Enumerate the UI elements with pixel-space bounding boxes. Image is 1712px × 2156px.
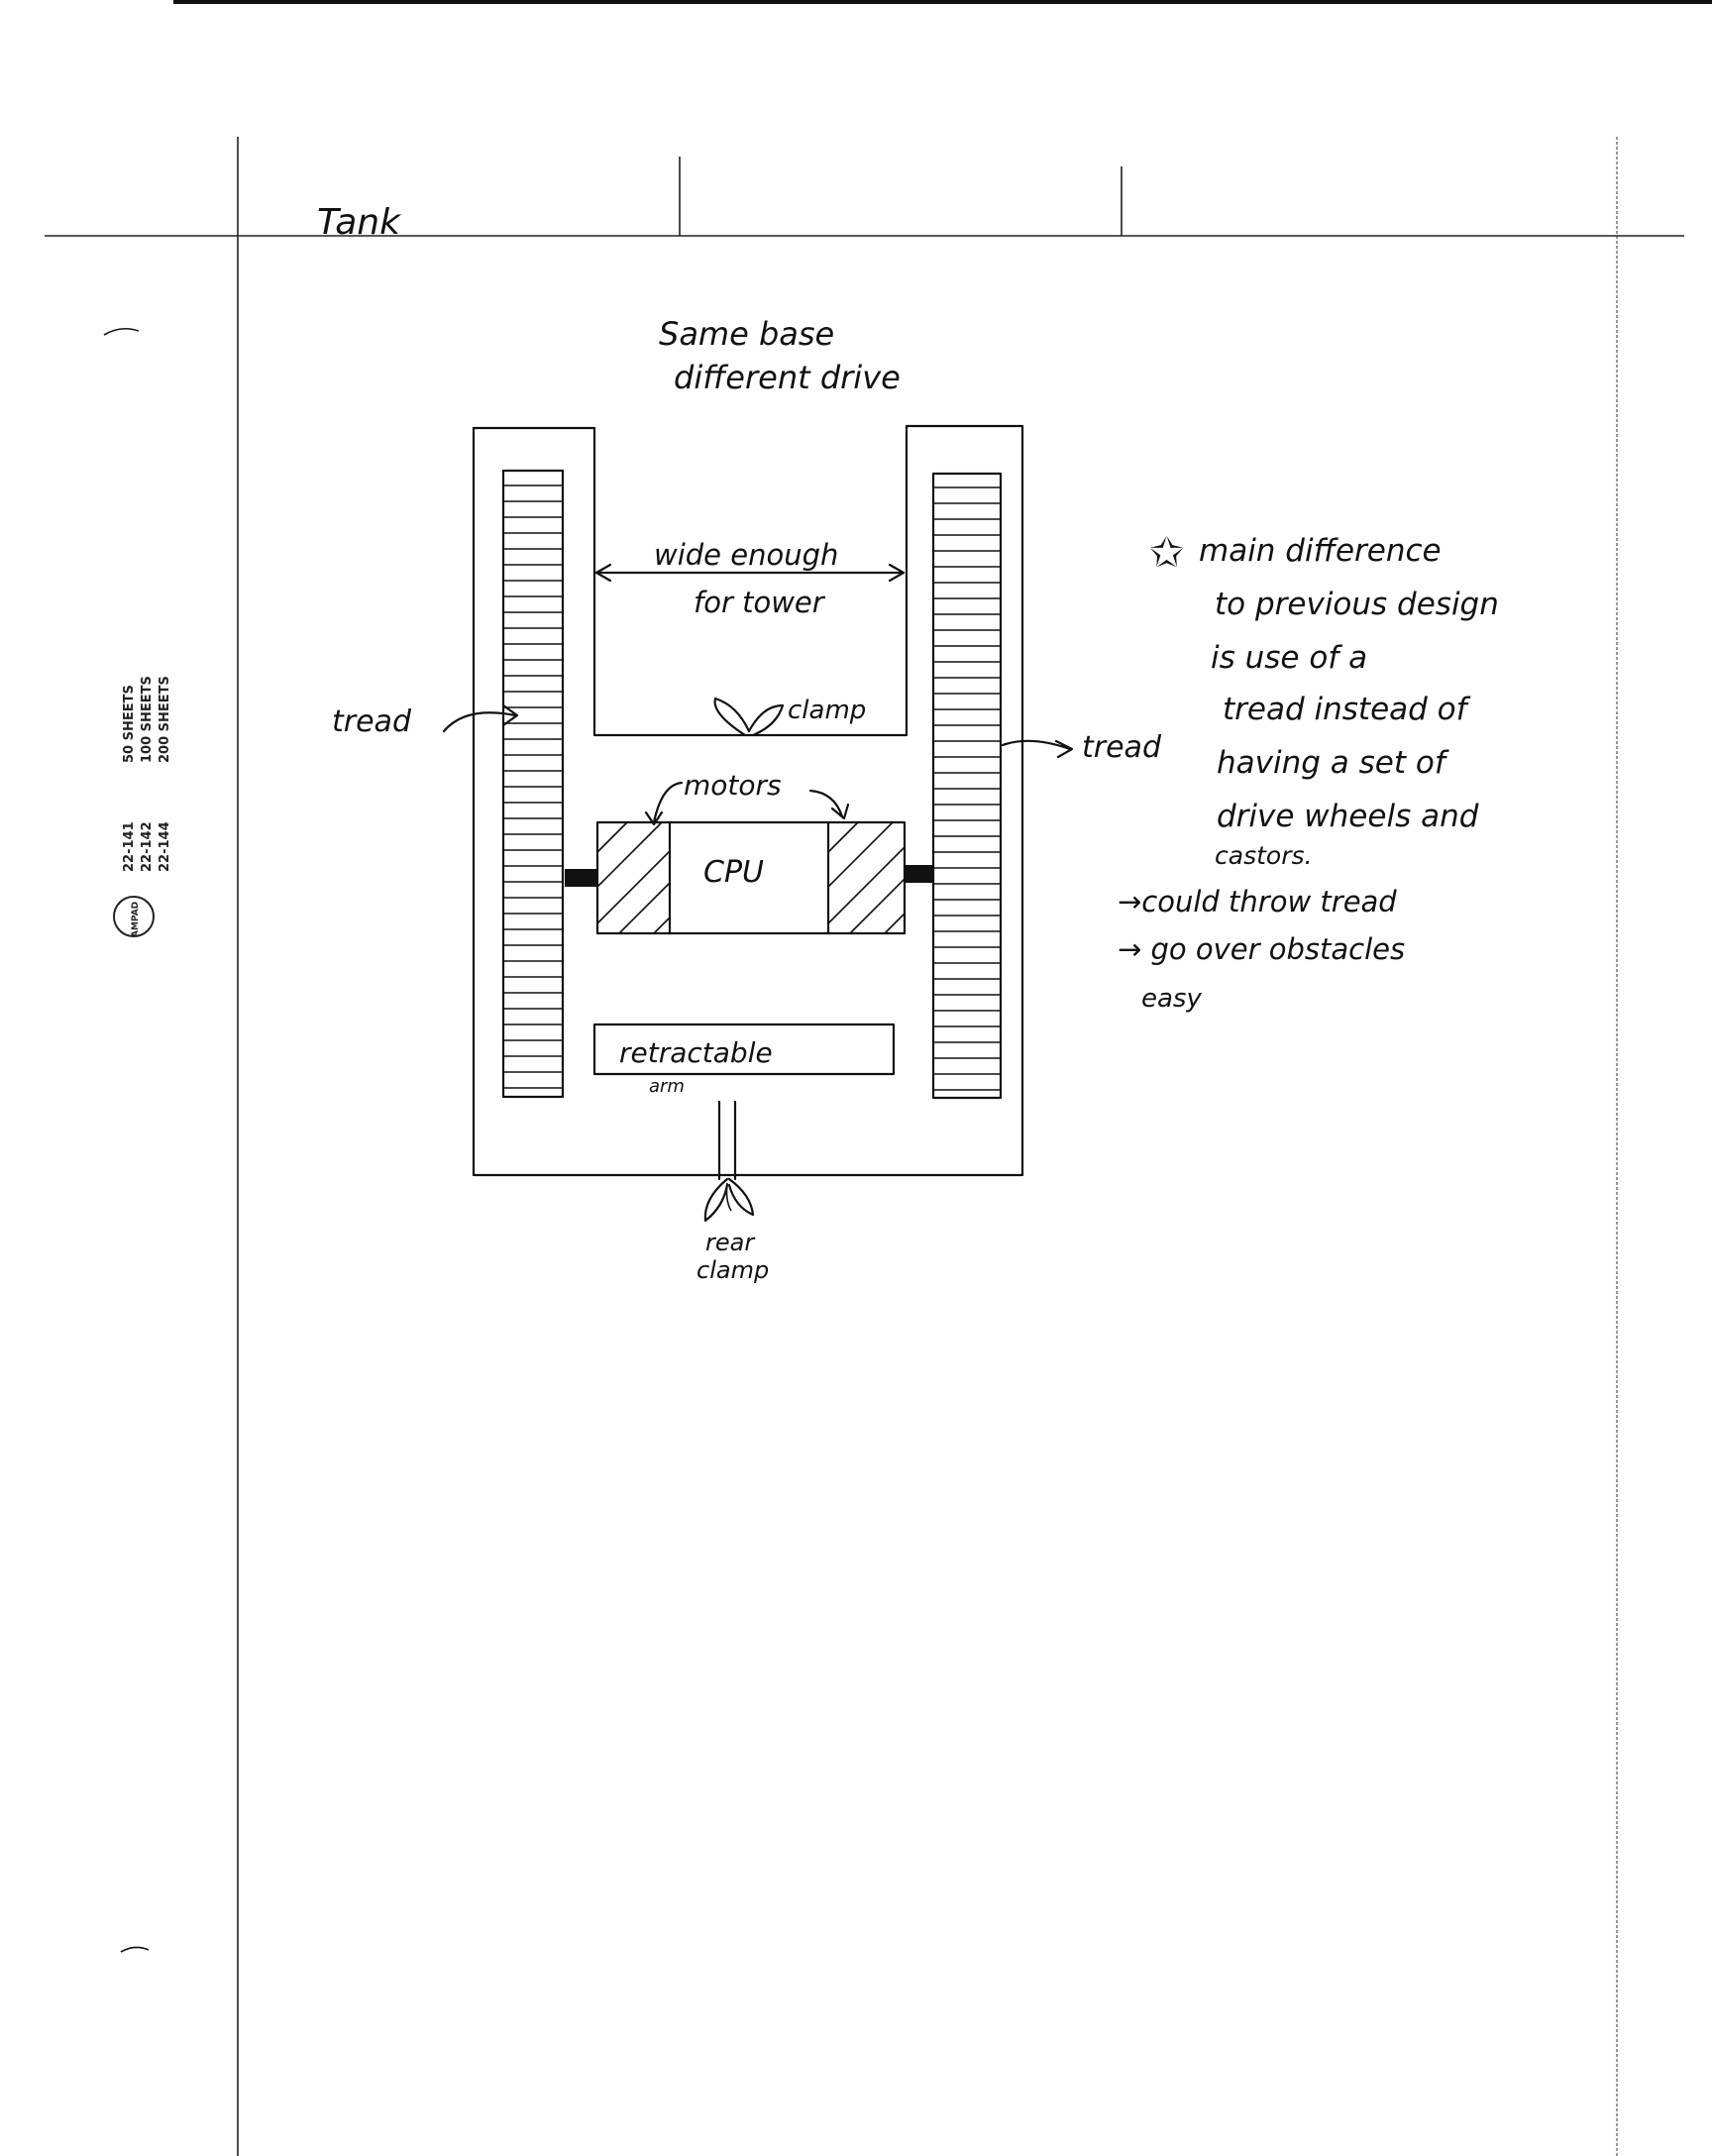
stock-code-3: 22-144 xyxy=(158,821,172,872)
arm-shaft xyxy=(717,1100,737,1181)
rear-clamp-line-1: rear xyxy=(705,1229,756,1256)
caption-line-1: Same base xyxy=(659,315,834,353)
drive-block xyxy=(565,820,933,935)
note-line-1: main difference xyxy=(1199,533,1442,569)
left-tread-arrow xyxy=(442,703,519,733)
right-motor xyxy=(827,821,906,934)
left-tread-label: tread xyxy=(332,704,412,739)
note-line-3: is use of a xyxy=(1211,640,1367,676)
stock-sheets-3: 200 SHEETS xyxy=(158,676,172,763)
stock-sheets-1: 50 SHEETS xyxy=(122,685,137,763)
ampad-logo-icon xyxy=(113,896,155,937)
stock-sheets-2: 100 SHEETS xyxy=(140,676,155,763)
rear-clamp-line-2: clamp xyxy=(696,1256,769,1284)
arm-label-line-1: retractable xyxy=(619,1036,773,1069)
chassis-outline xyxy=(472,424,1024,1177)
left-motor xyxy=(596,821,671,934)
cpu-label: CPU xyxy=(703,855,764,890)
binder-hole-mark-top xyxy=(103,327,140,336)
note-line-7: castors. xyxy=(1215,841,1312,870)
ampad-brand: AMPAD xyxy=(131,902,141,937)
gap-width-arrow xyxy=(594,563,906,583)
gap-label-line-2: for tower xyxy=(694,586,826,619)
note-line-5: having a set of xyxy=(1217,745,1449,781)
stock-code-1: 22-141 xyxy=(122,821,137,872)
pad-imprint: AMPAD 22-141 22-142 22-144 50 SHEETS 100… xyxy=(113,676,172,937)
note-line-2: to previous design xyxy=(1215,587,1499,622)
caption-line-2: different drive xyxy=(674,359,901,396)
note-bullet-3: easy xyxy=(1141,984,1202,1014)
right-axle xyxy=(905,865,933,883)
binder-hole-mark-bottom xyxy=(120,1946,150,1953)
page-title: Tank xyxy=(317,202,402,243)
motors-arrow-right xyxy=(808,789,850,820)
stock-code-2: 22-142 xyxy=(140,821,155,872)
right-tread xyxy=(931,472,1003,1100)
gap-label-line-1: wide enough xyxy=(654,538,838,572)
rear-clamp-icon xyxy=(703,1177,755,1223)
right-tread-arrow xyxy=(1001,739,1074,759)
note-line-4: tread instead of xyxy=(1223,692,1471,727)
left-axle xyxy=(565,869,597,887)
front-clamp-icon xyxy=(713,697,785,737)
retractable-arm-box xyxy=(592,1023,896,1076)
right-tread-label: tread xyxy=(1082,730,1162,765)
star-icon: ✩ xyxy=(1149,528,1184,577)
clamp-label: clamp xyxy=(788,696,866,725)
motors-label: motors xyxy=(684,769,782,802)
left-tread xyxy=(501,469,565,1099)
note-line-6: drive wheels and xyxy=(1217,799,1479,834)
note-bullet-1: →could throw tread xyxy=(1118,885,1397,918)
motors-arrow-left xyxy=(644,781,684,826)
arm-label-line-2: arm xyxy=(649,1076,685,1097)
note-bullet-2: → go over obstacles xyxy=(1118,932,1405,966)
